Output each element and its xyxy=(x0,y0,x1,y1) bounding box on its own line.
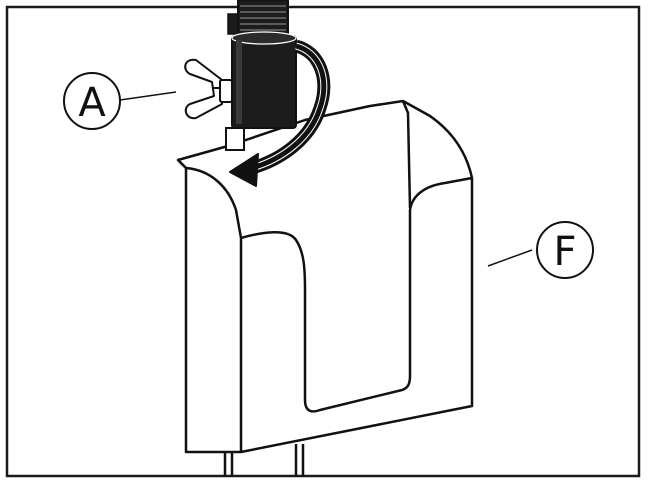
hose xyxy=(225,0,297,151)
callout-a: A xyxy=(63,72,177,130)
hose-holder-icon xyxy=(176,99,474,454)
wing-nut-icon xyxy=(184,58,233,120)
callout-f: F xyxy=(487,221,594,279)
callout-a-label: A xyxy=(78,80,106,126)
clockwise-rotation-arrow-icon xyxy=(229,39,331,187)
holder-legs xyxy=(223,444,305,476)
figure-frame xyxy=(5,5,641,478)
callout-f-label: F xyxy=(553,229,576,275)
